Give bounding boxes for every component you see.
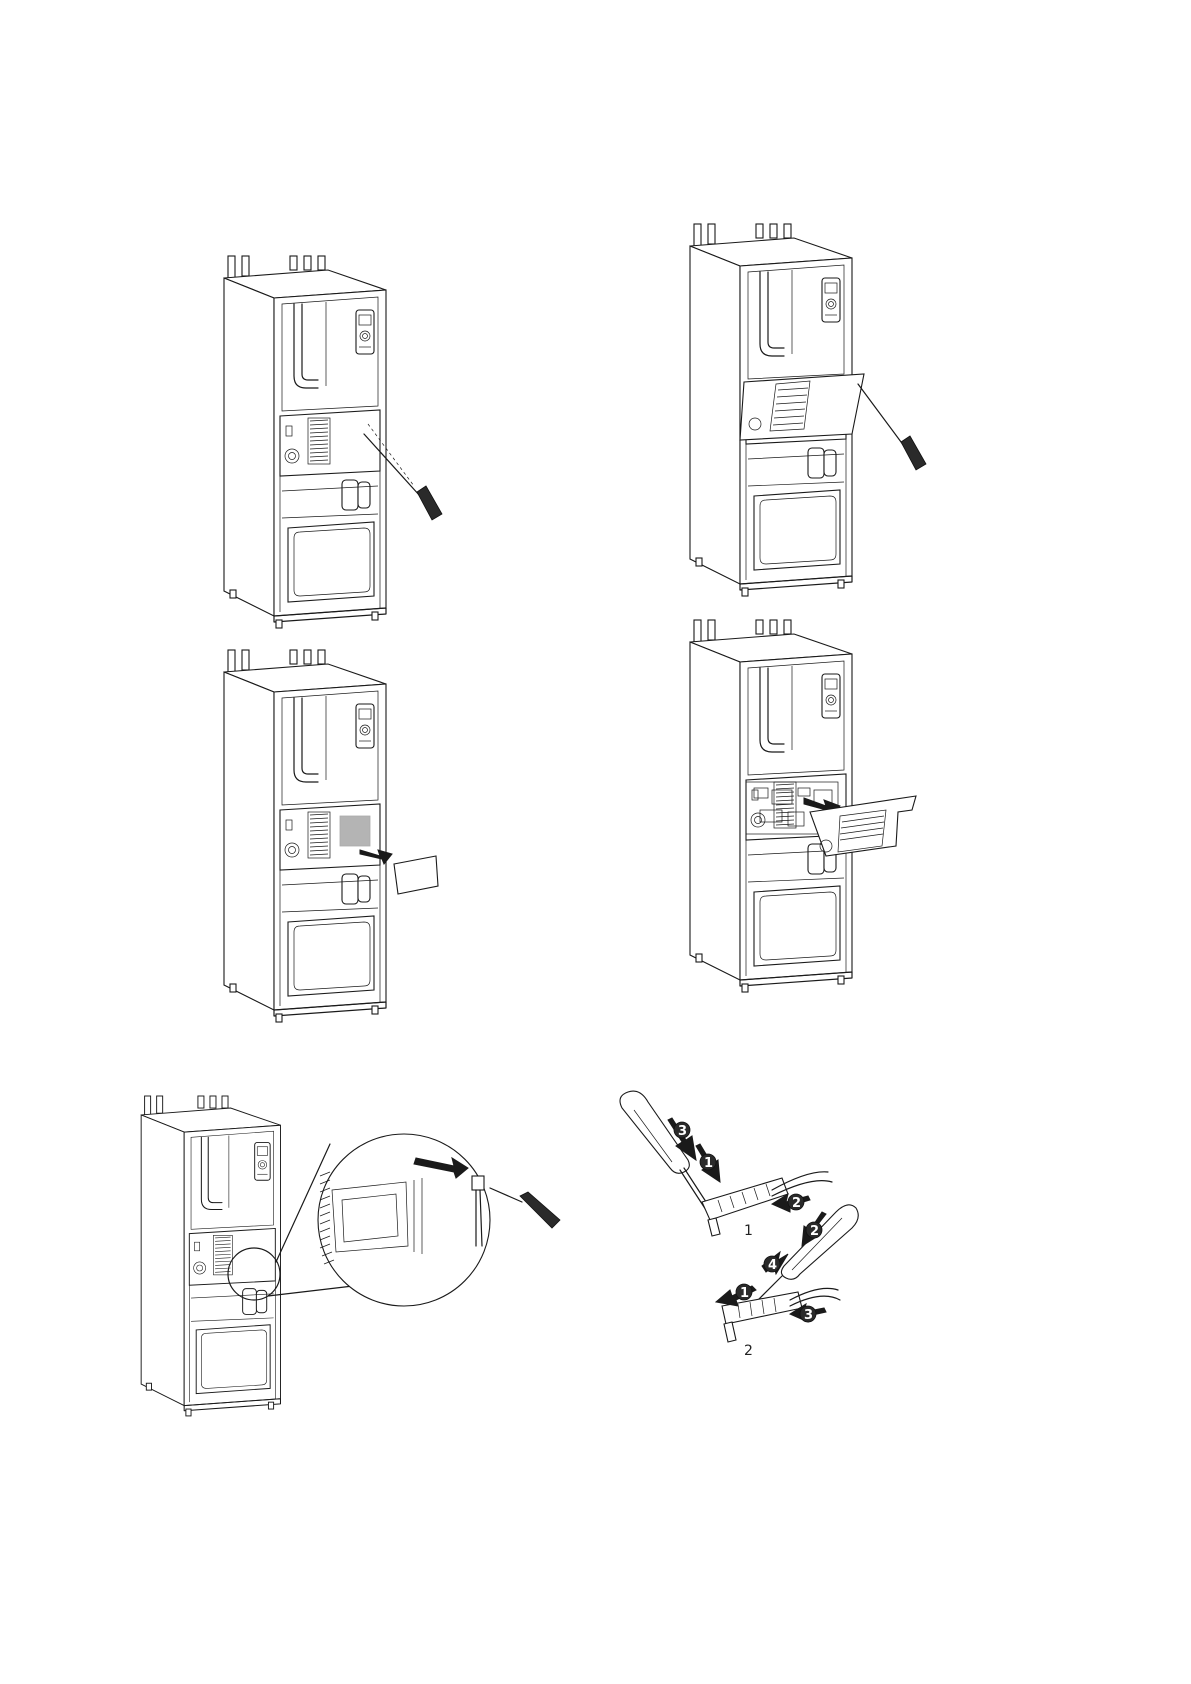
lower-arrow-label-4: 4: [768, 1258, 777, 1273]
heat-pump-unit-small-cover-removed-icon: [214, 650, 454, 1020]
heat-pump-unit-screwdriver-icon: [214, 256, 444, 626]
lower-arrow-label-2: 2: [810, 1224, 819, 1239]
figure-remove-large-cover: [680, 620, 940, 990]
lower-arrow-label-1: 1: [740, 1286, 749, 1301]
upper-arrow-label-2: 2: [792, 1196, 801, 1211]
figure-remove-screws: [214, 256, 444, 626]
heat-pump-unit-detail-connector-icon: [136, 1096, 576, 1426]
heat-pump-unit-tilted-cover-icon: [680, 224, 940, 594]
lower-arrow-label-3: 3: [804, 1308, 813, 1323]
terminal-step-label-2: 2: [744, 1343, 753, 1359]
terminal-step-label-1: 1: [744, 1223, 753, 1239]
upper-arrow-label-1: 1: [704, 1156, 713, 1171]
upper-arrow-label-3: 3: [678, 1124, 687, 1139]
heat-pump-unit-large-cover-removed-icon: [680, 620, 940, 990]
figure-tilt-cover: [680, 224, 940, 594]
figure-remove-small-cover: [214, 650, 454, 1020]
figure-detail-connector: [136, 1096, 576, 1426]
